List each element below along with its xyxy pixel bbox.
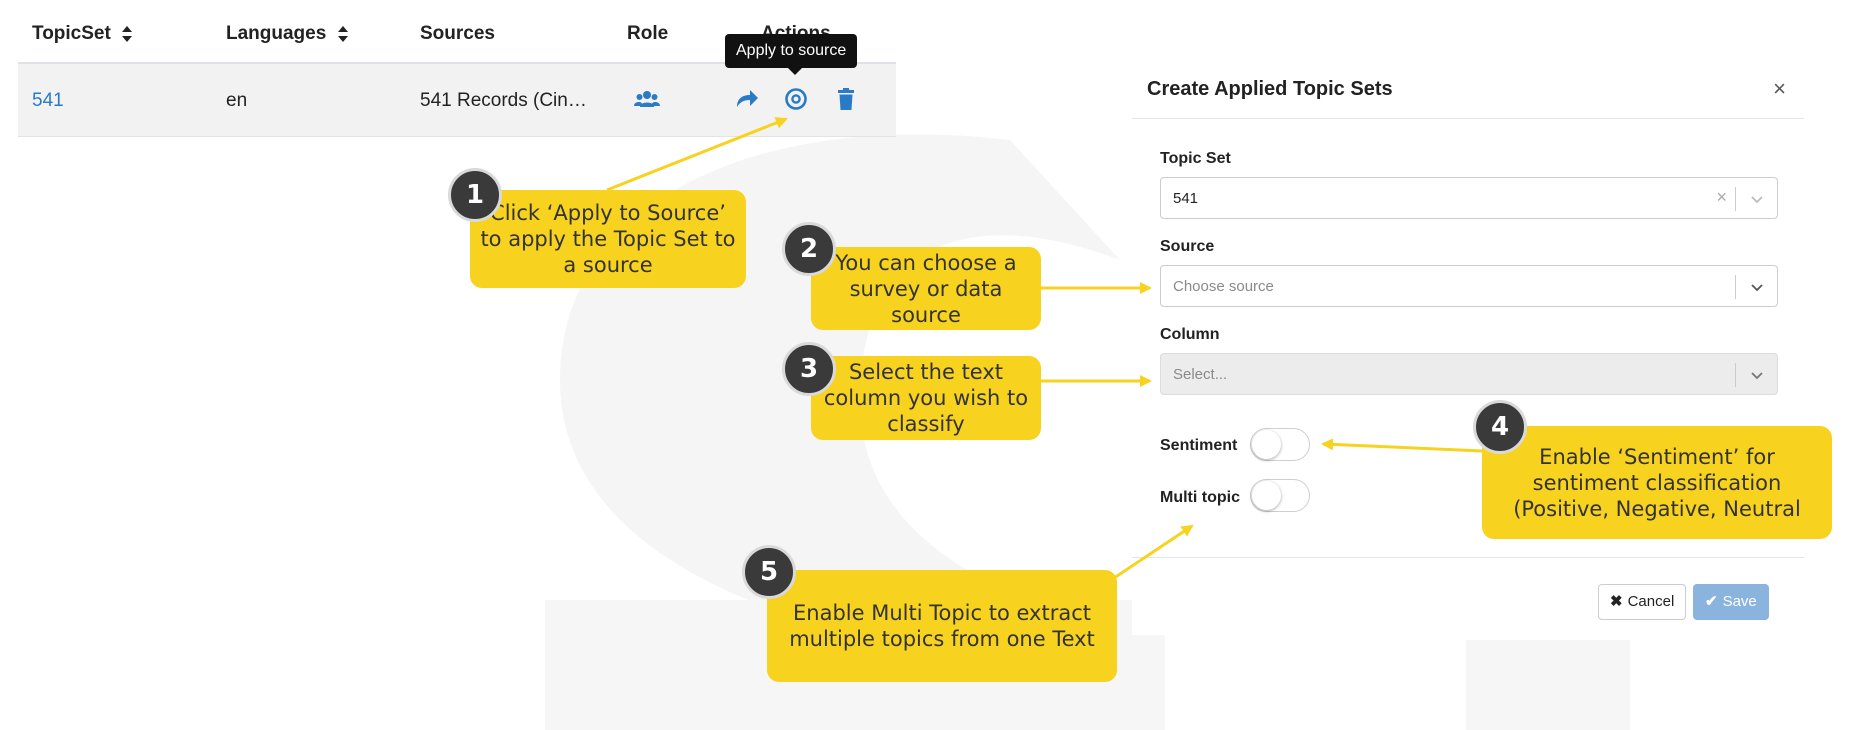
select-separator [1735, 275, 1736, 299]
column-header-role: Role [627, 23, 669, 44]
callout-3: Select the text column you wish to class… [811, 356, 1041, 440]
column-select[interactable]: Select... [1160, 353, 1778, 395]
topic-set-select[interactable]: 541 × [1160, 177, 1778, 219]
toggle-knob [1252, 481, 1281, 510]
sentiment-label: Sentiment [1160, 437, 1238, 454]
step-badge-5: 5 [742, 545, 796, 599]
trash-icon[interactable] [833, 86, 859, 112]
target-icon[interactable] [783, 86, 809, 112]
chevron-down-icon[interactable] [1749, 191, 1765, 207]
source-label: Source [1160, 238, 1215, 255]
multi-topic-toggle[interactable] [1250, 479, 1310, 512]
column-label: Column [1160, 326, 1220, 343]
sort-icon [337, 25, 348, 42]
check-icon: ✔ [1705, 593, 1718, 610]
apply-to-source-tooltip: Apply to source [725, 34, 858, 68]
column-header-topicset[interactable]: TopicSet [32, 23, 133, 45]
source-placeholder: Choose source [1173, 278, 1274, 295]
topic-set-value: 541 [1173, 190, 1199, 207]
table-row: 541 en 541 Records (Cin… [18, 64, 896, 137]
topicset-link[interactable]: 541 [32, 90, 64, 111]
multi-topic-label: Multi topic [1160, 489, 1240, 506]
close-icon: ✖ [1610, 593, 1623, 610]
tooltip-arrow [788, 68, 802, 75]
step-badge-1: 1 [448, 168, 502, 222]
language-cell: en [226, 90, 248, 111]
users-icon[interactable] [634, 86, 660, 112]
step-badge-2: 2 [782, 222, 836, 276]
modal-header: Create Applied Topic Sets × [1132, 60, 1804, 119]
share-icon[interactable] [734, 86, 760, 112]
cancel-button[interactable]: ✖Cancel [1598, 584, 1687, 620]
sort-icon [122, 25, 133, 42]
column-header-languages[interactable]: Languages [226, 23, 348, 45]
clear-icon[interactable]: × [1716, 187, 1727, 207]
chevron-down-icon[interactable] [1749, 367, 1765, 383]
step-badge-3: 3 [782, 342, 836, 396]
topic-sets-table: TopicSet Languages Sources Role Actions … [18, 0, 896, 137]
callout-2: You can choose a survey or data source [811, 247, 1041, 330]
step-badge-4: 4 [1473, 400, 1527, 454]
select-separator [1735, 363, 1736, 387]
modal-footer-divider [1132, 557, 1804, 558]
close-icon[interactable]: × [1773, 76, 1786, 101]
callout-4: Enable ‘Sentiment’ for sentiment classif… [1482, 426, 1832, 539]
callout-5: Enable Multi Topic to extract multiple t… [767, 570, 1117, 682]
topic-set-label: Topic Set [1160, 150, 1231, 167]
select-separator [1735, 187, 1736, 211]
callout-1: Click ‘Apply to Source’ to apply the Top… [470, 190, 746, 288]
create-applied-topic-sets-modal: Create Applied Topic Sets × Topic Set 54… [1132, 60, 1804, 635]
sentiment-toggle[interactable] [1250, 428, 1310, 461]
modal-title: Create Applied Topic Sets [1147, 78, 1393, 100]
save-button[interactable]: ✔Save [1693, 584, 1769, 620]
column-header-sources: Sources [420, 23, 495, 44]
source-select[interactable]: Choose source [1160, 265, 1778, 307]
column-placeholder: Select... [1173, 366, 1228, 383]
chevron-down-icon[interactable] [1749, 279, 1765, 295]
toggle-knob [1252, 430, 1281, 459]
source-cell: 541 Records (Cin… [420, 90, 587, 111]
